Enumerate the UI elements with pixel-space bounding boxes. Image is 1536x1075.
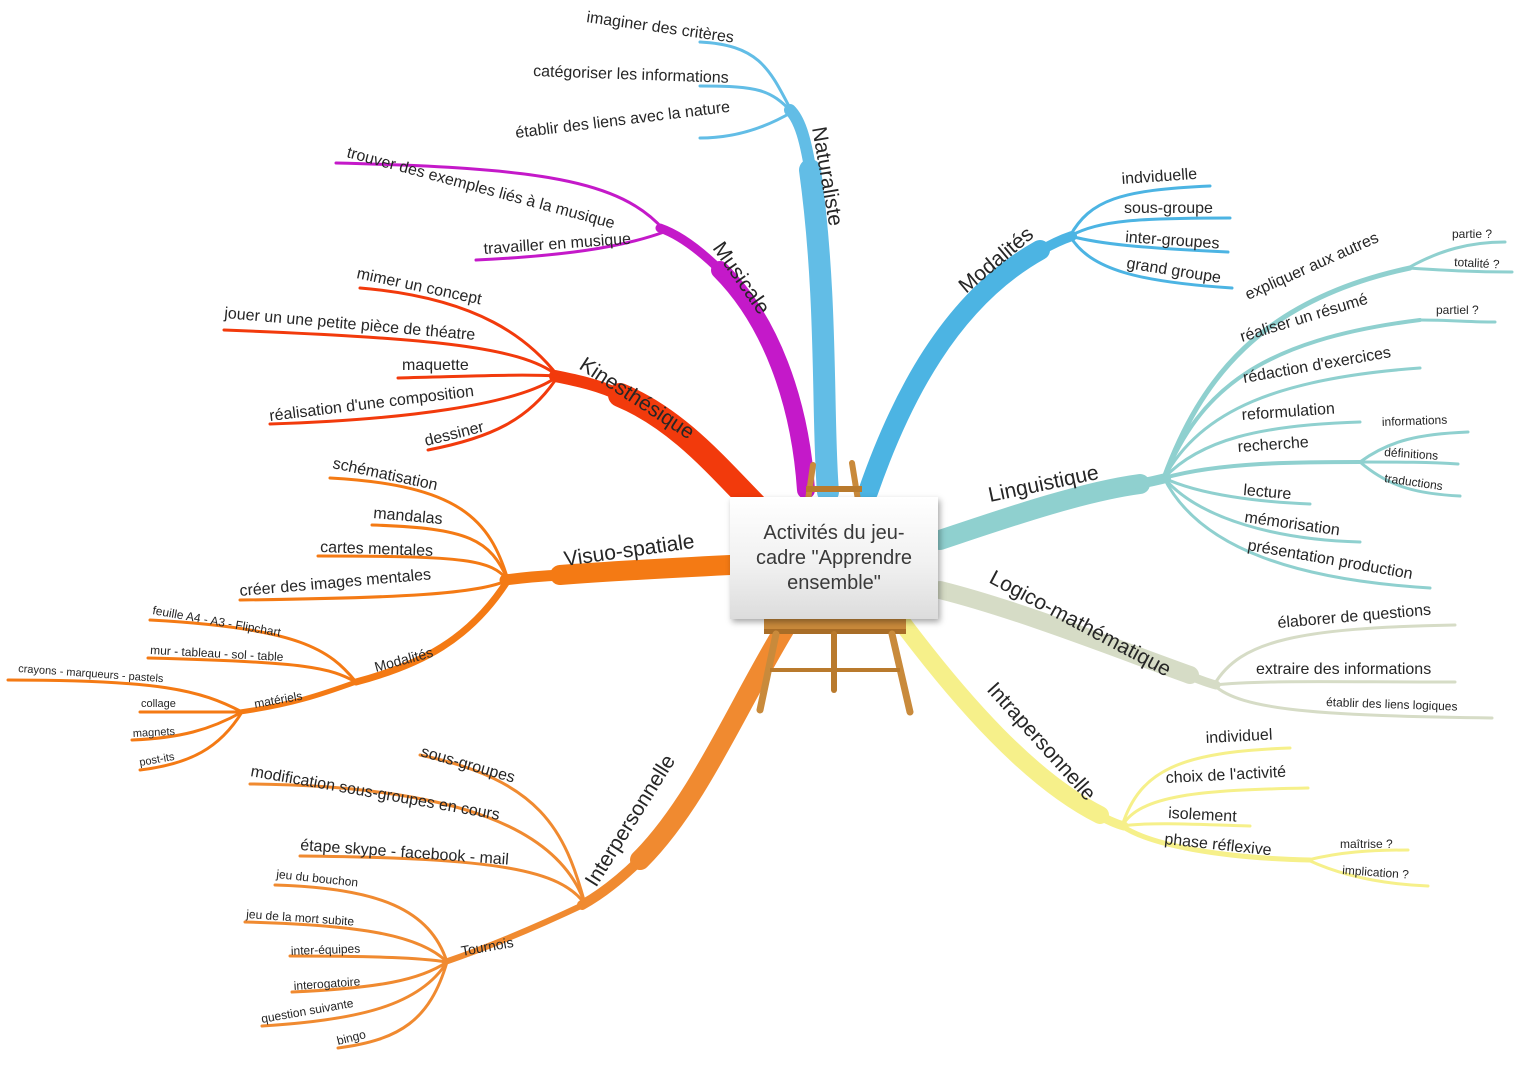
- kinesthesique-item: jouer un une petite pièce de théatre: [223, 305, 476, 344]
- kinesthesique-label: Kinesthésique: [575, 353, 698, 444]
- tournois-item: interogatoire: [293, 974, 361, 993]
- linguistique-subitem: totalité ?: [1454, 255, 1500, 271]
- visuo-materiels-item: magnets: [133, 726, 176, 740]
- visuo-modalites-label: Modalités: [373, 644, 435, 675]
- branch-musicale: Musicale trouver des exemples liés à la …: [334, 144, 815, 499]
- easel-icon: [756, 460, 914, 716]
- tournois-label: Tournois: [460, 934, 515, 959]
- visuo-spatiale-trunk: [550, 555, 740, 585]
- linguistique-subitem: définitions: [1384, 445, 1439, 463]
- linguistique-trunk: [930, 474, 1150, 550]
- linguistique-item: recherche: [1237, 434, 1309, 456]
- visuo-materiels-item: collage: [141, 698, 176, 710]
- central-topic-title: Activités du jeu-cadre "Apprendre ensemb…: [755, 521, 913, 594]
- linguistique-subitem: partie ?: [1452, 227, 1492, 241]
- interpersonnelle-item: sous-groupes: [419, 744, 517, 787]
- naturaliste-item: imaginer des critères: [585, 9, 734, 47]
- branch-logico-mathematique: Logico-mathématique élaborer de question…: [931, 566, 1494, 720]
- linguistique-subitem: partiel ?: [1436, 303, 1479, 317]
- kinesthesique-item: maquette: [402, 357, 469, 374]
- modalites-item: indviduelle: [1121, 166, 1198, 188]
- logico-item: établir des liens logiques: [1326, 695, 1458, 714]
- branch-kinesthesique: Kinesthésique mimer un concept jouer un …: [222, 265, 774, 524]
- modalites-item: sous-groupe: [1124, 200, 1213, 217]
- branch-interpersonnelle: Interpersonnelle sous-groupes modificati…: [243, 610, 800, 1050]
- tournois-item: bingo: [335, 1027, 367, 1048]
- visuo-spatiale-item: mandalas: [373, 505, 444, 528]
- logico-trunk: [931, 581, 1199, 684]
- interpersonnelle-trunk: [630, 610, 800, 870]
- linguistique-item: lecture: [1243, 482, 1292, 503]
- interpersonnelle-item: étape skype - facebook - mail: [300, 837, 510, 869]
- intrapersonnelle-item: choix de l'activité: [1165, 764, 1286, 787]
- logico-label: Logico-mathématique: [986, 566, 1175, 681]
- intrapersonnelle-subitem: maîtrise ?: [1340, 837, 1393, 851]
- kinesthesique-trunk: [608, 383, 774, 524]
- musicale-trunk: [711, 261, 815, 499]
- logico-item: extraire des informations: [1256, 661, 1431, 678]
- naturaliste-item: catégoriser les informations: [533, 63, 729, 87]
- linguistique-item: reformulation: [1241, 401, 1335, 424]
- intrapersonnelle-subitem: implication ?: [1342, 863, 1410, 882]
- visuo-spatiale-item: schématisation: [331, 455, 439, 494]
- visuo-spatiale-item: cartes mentales: [320, 539, 433, 560]
- branch-linguistique: Linguistique expliquer aux autres partie…: [930, 227, 1514, 590]
- intrapersonnelle-trunk: [891, 611, 1109, 824]
- intrapersonnelle-item: isolement: [1168, 805, 1238, 826]
- naturaliste-item: établir des liens avec la nature: [514, 99, 731, 142]
- branch-visuo-spatiale: Visuo-spatiale schématisation mandalas c…: [6, 455, 740, 772]
- linguistique-subitem: informations: [1382, 413, 1448, 429]
- modalites-item: inter-groupes: [1125, 229, 1220, 253]
- modalites-trunk: [858, 240, 1050, 502]
- central-topic: Activités du jeu-cadre "Apprendre ensemb…: [730, 497, 938, 619]
- intrapersonnelle-item: individuel: [1205, 727, 1273, 747]
- naturaliste-trunk: [799, 159, 839, 503]
- visuo-modalites-item: mur - tableau - sol - table: [150, 643, 284, 664]
- musicale-item: trouver des exemples liés à la musique: [345, 144, 617, 232]
- kinesthesique-item: mimer un concept: [355, 265, 483, 308]
- tournois-item: inter-équipes: [291, 942, 361, 958]
